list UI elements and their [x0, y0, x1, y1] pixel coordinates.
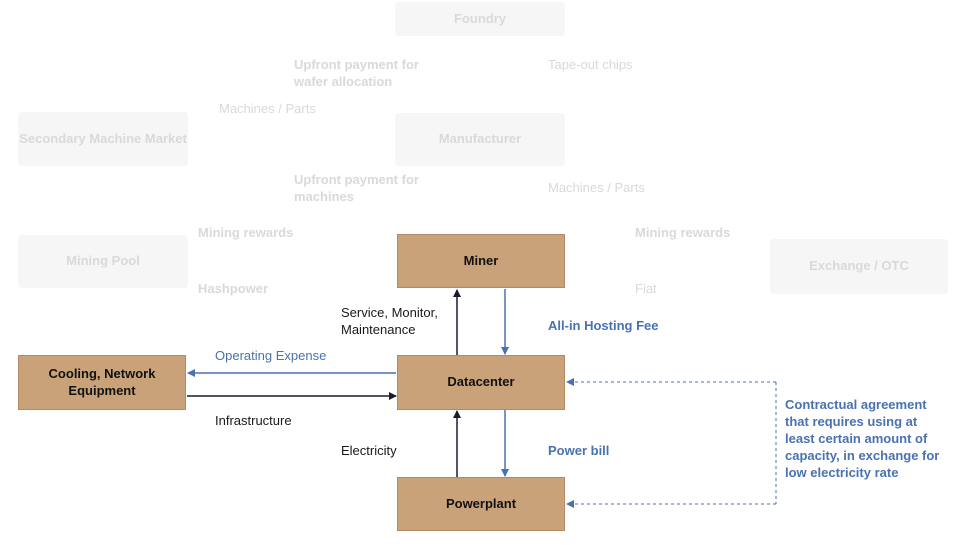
- label-mining-rewards-right: Mining rewards: [635, 225, 731, 240]
- node-manufacturer: Manufacturer: [395, 113, 565, 166]
- label-fiat: Fiat: [635, 281, 657, 296]
- label-upfront-wafer: Upfront payment for wafer allocation: [294, 57, 419, 89]
- label-upfront-machines: Upfront payment for machines: [294, 172, 419, 204]
- label-operating-expense: Operating Expense: [215, 348, 327, 363]
- label-all-in-hosting-fee: All-in Hosting Fee: [548, 318, 659, 333]
- label-power-bill: Power bill: [548, 443, 610, 458]
- node-cooling-network-equipment: Cooling, Network Equipment: [18, 355, 186, 410]
- label-service-monitor-maintenance: Service, Monitor, Maintenance: [341, 305, 438, 337]
- node-datacenter: Datacenter: [397, 355, 565, 410]
- node-miner: Miner: [397, 234, 565, 288]
- label-machines-parts-right: Machines / Parts: [548, 180, 645, 195]
- node-secondary-machine-market: Secondary Machine Market: [18, 112, 188, 166]
- label-mining-rewards-left: Mining rewards: [198, 225, 294, 240]
- label-electricity: Electricity: [341, 443, 397, 458]
- node-mining-pool: Mining Pool: [18, 235, 188, 288]
- label-tapeout-chips: Tape-out chips: [548, 57, 633, 72]
- label-machines-parts-left: Machines / Parts: [219, 101, 316, 116]
- label-infrastructure: Infrastructure: [215, 413, 292, 428]
- node-powerplant: Powerplant: [397, 477, 565, 531]
- label-hashpower: Hashpower: [198, 281, 269, 296]
- node-exchange-otc: Exchange / OTC: [770, 239, 948, 294]
- node-foundry: Foundry: [395, 2, 565, 36]
- label-contractual-agreement: Contractual agreement that requires usin…: [785, 397, 940, 480]
